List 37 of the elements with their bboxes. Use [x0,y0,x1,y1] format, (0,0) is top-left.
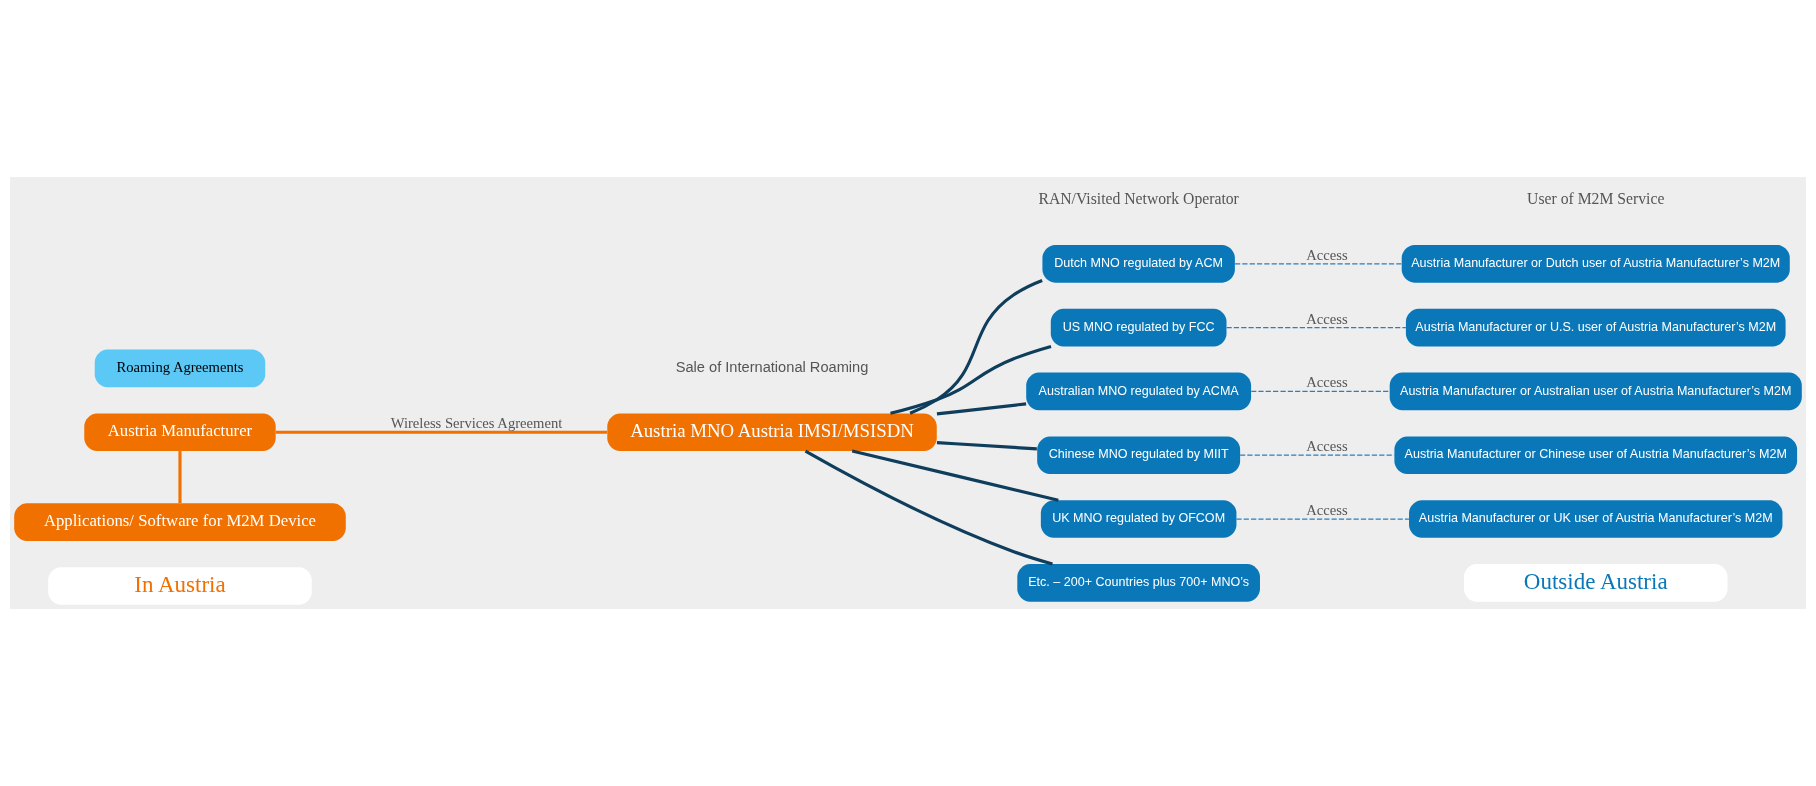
edge-label: Access [1306,438,1348,455]
node-box: Austria Manufacturer or Chinese user of Austria Manufacturer’s M2M [1394,436,1798,475]
connector [1225,327,1407,329]
edge-label: Access [1306,246,1348,263]
node-box: Austria Manufacturer or Dutch user of Austria Manufacturer’s M2M [1401,245,1790,283]
node-box: Dutch MNO regulated by ACM [1042,245,1235,283]
label: Sale of International Roaming [675,359,869,376]
node-box: UK MNO regulated by OFCOM [1040,500,1237,538]
node-box: Roaming Agreements [94,349,266,388]
connector [936,441,1037,451]
connector [1250,390,1390,393]
node-box: US MNO regulated by FCC [1050,308,1227,347]
node-box: Australian MNO regulated by ACMA [1026,372,1252,411]
connector [804,449,1053,566]
connector [851,449,1059,502]
edge-label: Access [1306,374,1348,391]
connector [1239,454,1395,456]
node-box: Etc. – 200+ Countries plus 700+ MNO’s [1017,564,1260,602]
connector [890,345,1052,415]
connector [909,279,1043,415]
node-box: Austria Manufacturer [84,413,276,452]
connector [178,451,182,504]
node-box: Austria Manufacturer or U.S. user of Austria Manufacturer’s M2M [1405,308,1786,347]
label: RAN/Visited Network Operator [1038,189,1239,207]
node-box: Chinese MNO regulated by MIIT [1037,436,1241,475]
edge-label: Access [1306,502,1348,519]
edge-label: Wireless Services Agreement [390,415,563,432]
node-box: Applications/ Software for M2M Device [14,503,346,541]
node-box: Austria Manufacturer or Australian user of Austria Manufacturer’s M2M [1389,372,1802,411]
connector [1234,263,1403,265]
label: User of M2M Service [1527,189,1665,207]
edge-label: Access [1306,310,1348,327]
connector [275,430,607,434]
node-box: Austria Manufacturer or UK user of Austria Manufacturer’s M2M [1409,500,1783,538]
connector [1235,518,1410,520]
node-box: Austria MNO Austria IMSI/MSISDN [607,413,937,452]
connector [936,402,1027,416]
